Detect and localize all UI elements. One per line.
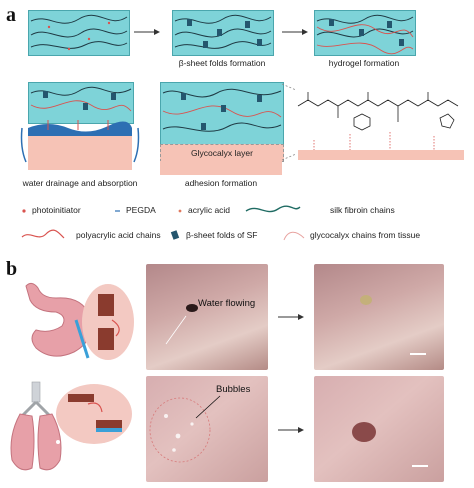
bubbles-label: Bubbles bbox=[216, 384, 251, 395]
legend-polyacrylic: polyacrylic acid chains bbox=[76, 230, 161, 240]
stomach-photo-before: Water flowing bbox=[146, 264, 268, 370]
lung-photo-before: Bubbles bbox=[146, 376, 268, 482]
zoom-lines bbox=[282, 83, 297, 161]
caption-water-drainage: water drainage and absorption bbox=[22, 178, 138, 188]
legend-photoinitiator: photoinitiator bbox=[32, 205, 81, 215]
drainage-graphic bbox=[30, 86, 132, 112]
tissue-under-adhesion bbox=[160, 161, 282, 175]
legend-beta-sheet: β-sheet folds of SF bbox=[186, 230, 258, 240]
gel-block-drainage bbox=[28, 82, 134, 124]
glycocalyx-layer: Glycocalyx layer bbox=[160, 144, 284, 162]
legend-beta-sheet-marker bbox=[170, 230, 180, 240]
legend-glycocalyx-chains: glycocalyx chains from tissue bbox=[310, 230, 421, 240]
tissue-drainage-graphic bbox=[20, 120, 140, 170]
legend-pegda: PEGDA bbox=[126, 205, 156, 215]
adhesion-graphic bbox=[162, 88, 282, 132]
arrow-stomach bbox=[278, 314, 304, 320]
gel-block-initial bbox=[28, 10, 130, 56]
arrow-step1 bbox=[134, 29, 160, 35]
glycocalyx-label: Glycocalyx layer bbox=[191, 148, 253, 158]
caption-hydrogel: hydrogel formation bbox=[328, 58, 400, 68]
stomach-photo-after bbox=[314, 264, 444, 370]
wound-mark bbox=[165, 304, 198, 345]
legend-silk-marker bbox=[245, 205, 301, 213]
gel-block-adhesion bbox=[160, 82, 284, 146]
panel-a-letter: a bbox=[6, 4, 16, 26]
legend-polyacrylic-marker bbox=[21, 229, 65, 239]
stomach-illustration bbox=[25, 282, 134, 360]
legend-pegda-marker bbox=[115, 210, 120, 212]
legend-glycocalyx-marker bbox=[283, 231, 305, 241]
hydrogel-graphic bbox=[316, 14, 414, 55]
arrow-step2 bbox=[282, 29, 308, 35]
sealed-mark bbox=[360, 295, 426, 355]
silk-chains-graphic bbox=[30, 14, 128, 51]
legend-photoinitiator-marker bbox=[22, 209, 26, 213]
gel-block-folds bbox=[172, 10, 274, 56]
panel-b-letter: b bbox=[6, 258, 18, 280]
caption-adhesion: adhesion formation bbox=[184, 178, 258, 188]
folds-graphic bbox=[174, 14, 272, 49]
water-flowing-label: Water flowing bbox=[198, 298, 256, 309]
sealed-lung-mark bbox=[352, 422, 428, 467]
gel-block-hydrogel bbox=[314, 10, 416, 56]
lung-illustration bbox=[10, 381, 132, 471]
arrow-lung bbox=[278, 427, 304, 433]
legend-acrylic-acid: acrylic acid bbox=[188, 205, 231, 215]
legend-acrylic-marker bbox=[178, 209, 182, 213]
caption-beta-sheet: β-sheet folds formation bbox=[178, 58, 266, 68]
bubbles-graphic bbox=[149, 395, 221, 463]
chemical-structure-graphic bbox=[297, 92, 464, 160]
legend-silk-fibroin: silk fibroin chains bbox=[330, 205, 395, 215]
lung-photo-after bbox=[314, 376, 444, 482]
